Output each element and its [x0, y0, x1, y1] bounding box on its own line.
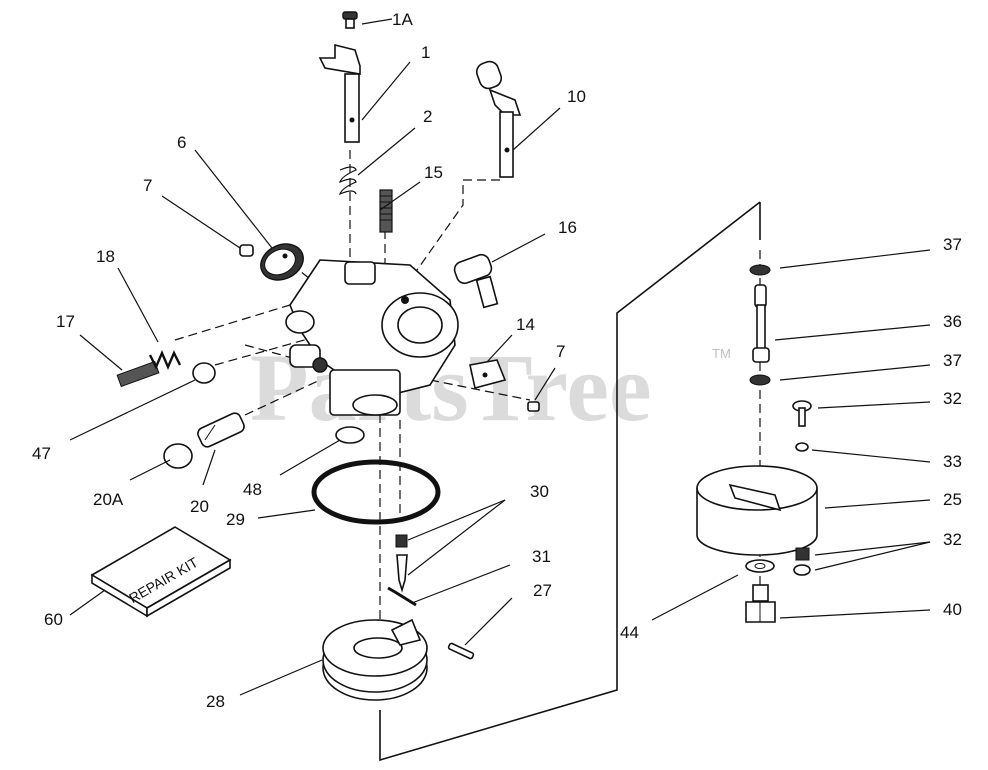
callout-14: 14	[516, 315, 535, 334]
callout-28: 28	[206, 692, 225, 711]
part-32-screw-upper	[792, 400, 812, 427]
callout-7-lower: 7	[556, 342, 565, 361]
part-7-screw-lower	[527, 401, 540, 412]
part-31-clip	[387, 586, 417, 607]
part-29-bowl-gasket	[311, 459, 441, 525]
part-10-choke-shaft	[475, 60, 522, 178]
callout-1: 1	[421, 43, 430, 62]
part-40-bowl-nut	[745, 584, 776, 623]
part-1-throttle-shaft	[318, 43, 361, 143]
part-32-parts-lower	[793, 547, 811, 576]
part-6-throttle-plate	[260, 243, 304, 281]
part-48-plug	[335, 426, 365, 444]
part-36-bowl-nut-tube	[752, 284, 770, 363]
callout-32-upper: 32	[943, 389, 962, 408]
callout-33: 33	[943, 452, 962, 471]
part-25-float-bowl	[696, 465, 818, 556]
part-27-float-pin	[447, 642, 475, 660]
part-18-spring	[148, 349, 182, 371]
callout-27: 27	[533, 581, 552, 600]
callout-17: 17	[56, 312, 75, 331]
callout-2: 2	[423, 107, 432, 126]
callout-32-lower: 32	[943, 530, 962, 549]
callout-30: 30	[530, 482, 549, 501]
part-37-washer-lower	[749, 374, 771, 386]
callout-29: 29	[226, 510, 245, 529]
carburetor-body	[285, 259, 459, 416]
callout-40: 40	[943, 600, 962, 619]
callout-48: 48	[243, 480, 262, 499]
callout-37-lower: 37	[943, 351, 962, 370]
callout-36: 36	[943, 312, 962, 331]
part-1A-screw	[342, 11, 358, 29]
part-16-fuel-inlet	[453, 253, 499, 309]
part-20-nozzle	[197, 412, 245, 448]
callout-47: 47	[32, 444, 51, 463]
callout-18: 18	[96, 247, 115, 266]
float-bowl-frame	[379, 201, 761, 762]
callout-20: 20	[190, 497, 209, 516]
watermark-tm: TM	[712, 346, 731, 361]
callout-44: 44	[620, 623, 639, 642]
callout-37-upper: 37	[943, 235, 962, 254]
callout-25: 25	[943, 490, 962, 509]
callout-leaders	[69, 18, 931, 696]
part-47-welch-plug	[192, 362, 216, 384]
part-20A-cap	[163, 443, 193, 469]
part-2-spring	[339, 166, 357, 196]
part-33-washer	[795, 442, 809, 452]
callout-labels: 1A 1 2 10 6 7 15 16 18 17 14 7 47 20A 20…	[32, 10, 962, 711]
part-28-float	[322, 618, 428, 701]
part-44-gasket	[745, 559, 775, 573]
part-30-inlet-needle	[395, 534, 408, 593]
part-60-repair-kit: REPAIR KIT	[90, 526, 232, 618]
callout-16: 16	[558, 218, 577, 237]
callout-31: 31	[532, 547, 551, 566]
part-7-screw-upper	[239, 244, 254, 257]
callout-7-upper: 7	[143, 176, 152, 195]
callout-20A: 20A	[93, 490, 124, 509]
part-15-idle-screw	[379, 189, 393, 233]
callout-60: 60	[44, 610, 63, 629]
part-17-adjusting-screw	[116, 360, 160, 388]
part-37-washer-upper	[749, 264, 771, 276]
callout-10: 10	[567, 87, 586, 106]
callout-1A: 1A	[392, 10, 413, 29]
callout-6: 6	[177, 133, 186, 152]
callout-15: 15	[424, 163, 443, 182]
